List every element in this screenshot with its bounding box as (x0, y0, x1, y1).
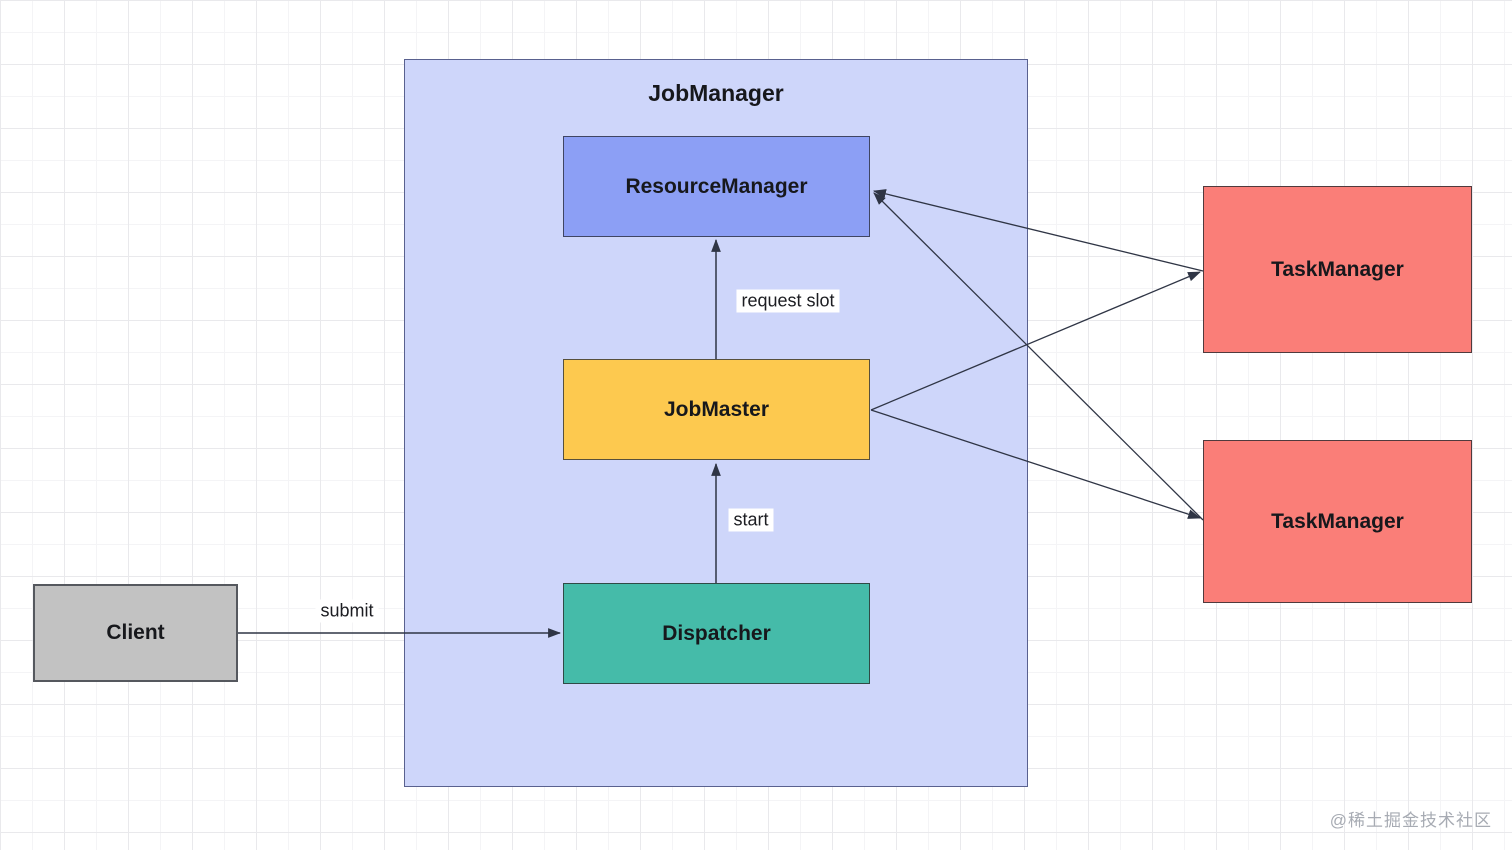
edge-taskmanager2-to-resourcemanager (873, 192, 1204, 521)
node-resource-manager-label: ResourceManager (625, 174, 808, 198)
node-client-label: Client (106, 621, 165, 644)
node-task-manager-1-label: TaskManager (1271, 257, 1404, 281)
edge-jobmaster-to-taskmanager2 (870, 409, 1202, 519)
node-resource-manager: ResourceManager (563, 136, 870, 237)
watermark-text: @稀土掘金技术社区 (1329, 811, 1492, 830)
node-job-master-label: JobMaster (663, 397, 770, 421)
node-dispatcher-label: Dispatcher (662, 621, 771, 645)
edge-jobmaster-to-taskmanager1 (870, 271, 1201, 411)
edge-label-request-slot: request slot (736, 289, 840, 313)
edge-taskmanager1-to-resourcemanager (872, 189, 1204, 272)
node-client: Client (33, 584, 238, 682)
node-job-master: JobMaster (563, 359, 870, 460)
edge-label-start: start (728, 508, 774, 532)
edge-label-submit: submit (315, 599, 379, 623)
node-task-manager-1: TaskManager (1203, 186, 1472, 353)
node-task-manager-2: TaskManager (1203, 440, 1472, 603)
node-dispatcher: Dispatcher (563, 583, 870, 684)
jobmanager-group-title: JobManager (648, 80, 784, 106)
node-task-manager-2-label: TaskManager (1271, 509, 1404, 533)
